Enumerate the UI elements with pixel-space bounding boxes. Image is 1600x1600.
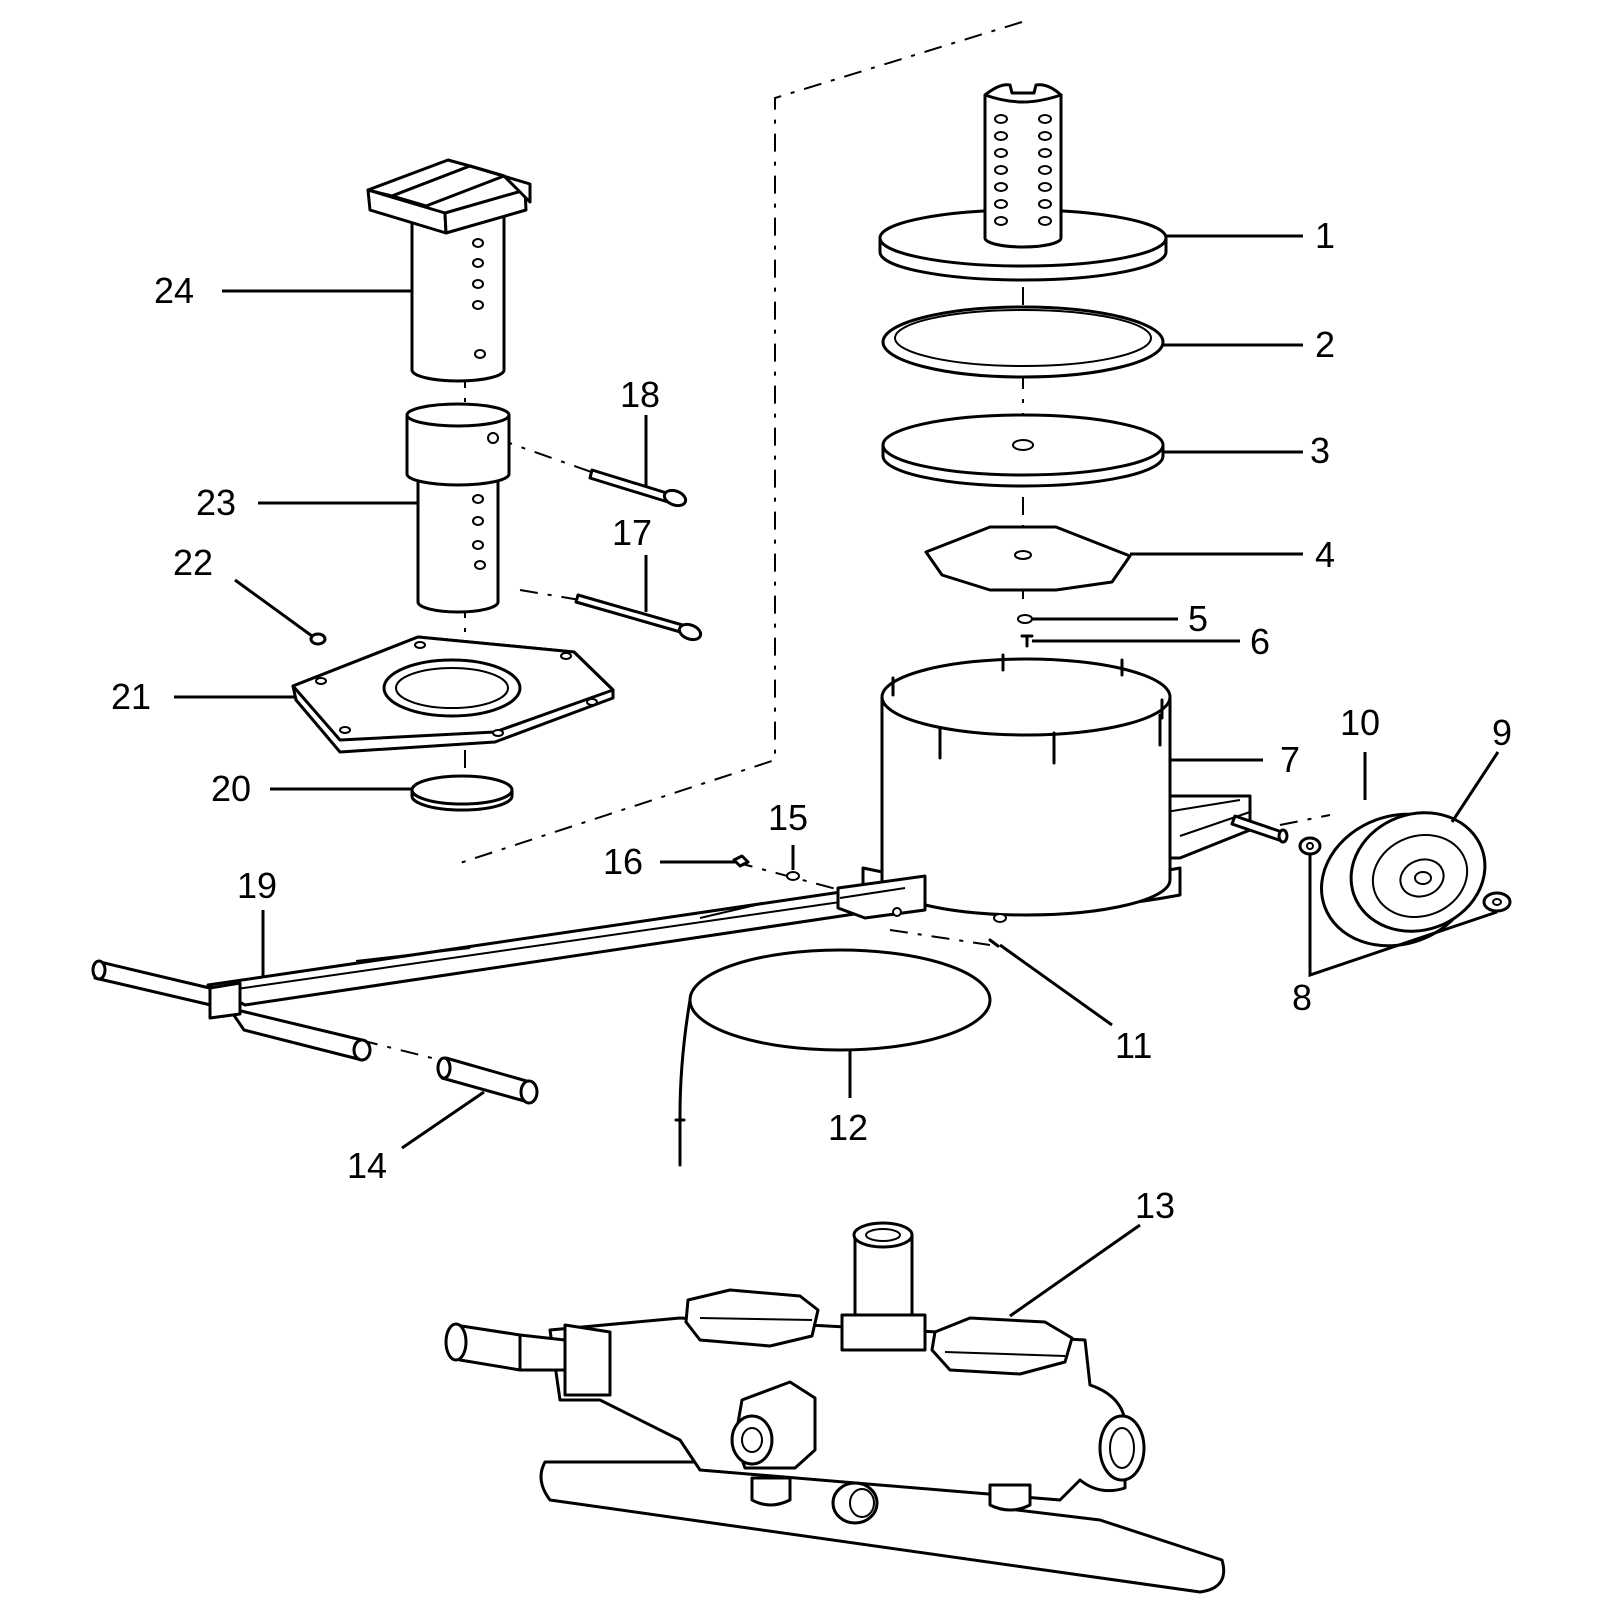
part-2-seal-ring [881, 305, 1165, 379]
callout-6: 6 [1250, 621, 1270, 662]
callout-21: 21 [111, 676, 151, 717]
part-14-handle-grip [436, 1056, 539, 1105]
callout-10: 10 [1340, 702, 1380, 743]
part-10-axle-pin [1230, 814, 1289, 844]
callout-14: 14 [347, 1145, 387, 1186]
part-16-nut [732, 854, 750, 868]
callout-9: 9 [1492, 712, 1512, 753]
callout-1: 1 [1315, 215, 1335, 256]
callout-18: 18 [620, 374, 660, 415]
part-21-top-plate [291, 635, 615, 754]
callout-13: 13 [1135, 1185, 1175, 1226]
callout-4: 4 [1315, 534, 1335, 575]
callout-8: 8 [1292, 977, 1312, 1018]
part-11-screw [988, 938, 1000, 948]
callout-12: 12 [828, 1107, 868, 1148]
callout-5: 5 [1188, 598, 1208, 639]
part-3-piston-disc [881, 413, 1165, 488]
part-7-cylinder [861, 653, 1252, 923]
part-12-cable-loop [674, 948, 992, 1167]
callout-2: 2 [1315, 324, 1335, 365]
cylinder-studs [891, 653, 1164, 765]
ram-holes [994, 114, 1052, 226]
callout-19: 19 [237, 865, 277, 906]
leader-lines [174, 234, 1500, 1318]
callout-11: 11 [1115, 1025, 1152, 1066]
part-17-pin [574, 593, 703, 642]
part-22-nut [309, 632, 327, 646]
callout-3: 3 [1310, 430, 1330, 471]
callout-15: 15 [768, 797, 808, 838]
part-20-seal-ring [410, 774, 514, 812]
callout-20: 20 [211, 768, 251, 809]
part-5-washer [1017, 614, 1033, 624]
part-1-ram-collar [878, 83, 1168, 282]
part-13-pump-body [444, 1221, 1226, 1594]
part-19-handle [91, 874, 927, 1062]
part-15-washer [786, 871, 800, 881]
part-23-extension-tube [405, 402, 511, 614]
part-18-pin [588, 468, 688, 508]
callout-22: 22 [173, 542, 213, 583]
callout-23: 23 [196, 482, 236, 523]
part-9-wheel [1320, 811, 1487, 948]
part-4-plate [924, 525, 1132, 592]
part-24-saddle-tube [366, 158, 532, 383]
callout-16: 16 [603, 841, 643, 882]
callout-7: 7 [1280, 739, 1300, 780]
callout-24: 24 [154, 270, 194, 311]
part-8-washers [1298, 836, 1512, 913]
callout-17: 17 [612, 512, 652, 553]
callout-numbers: 1 2 3 4 5 6 7 8 9 10 11 12 13 14 15 16 1… [111, 215, 1512, 1226]
part-6-pin [1020, 634, 1034, 648]
